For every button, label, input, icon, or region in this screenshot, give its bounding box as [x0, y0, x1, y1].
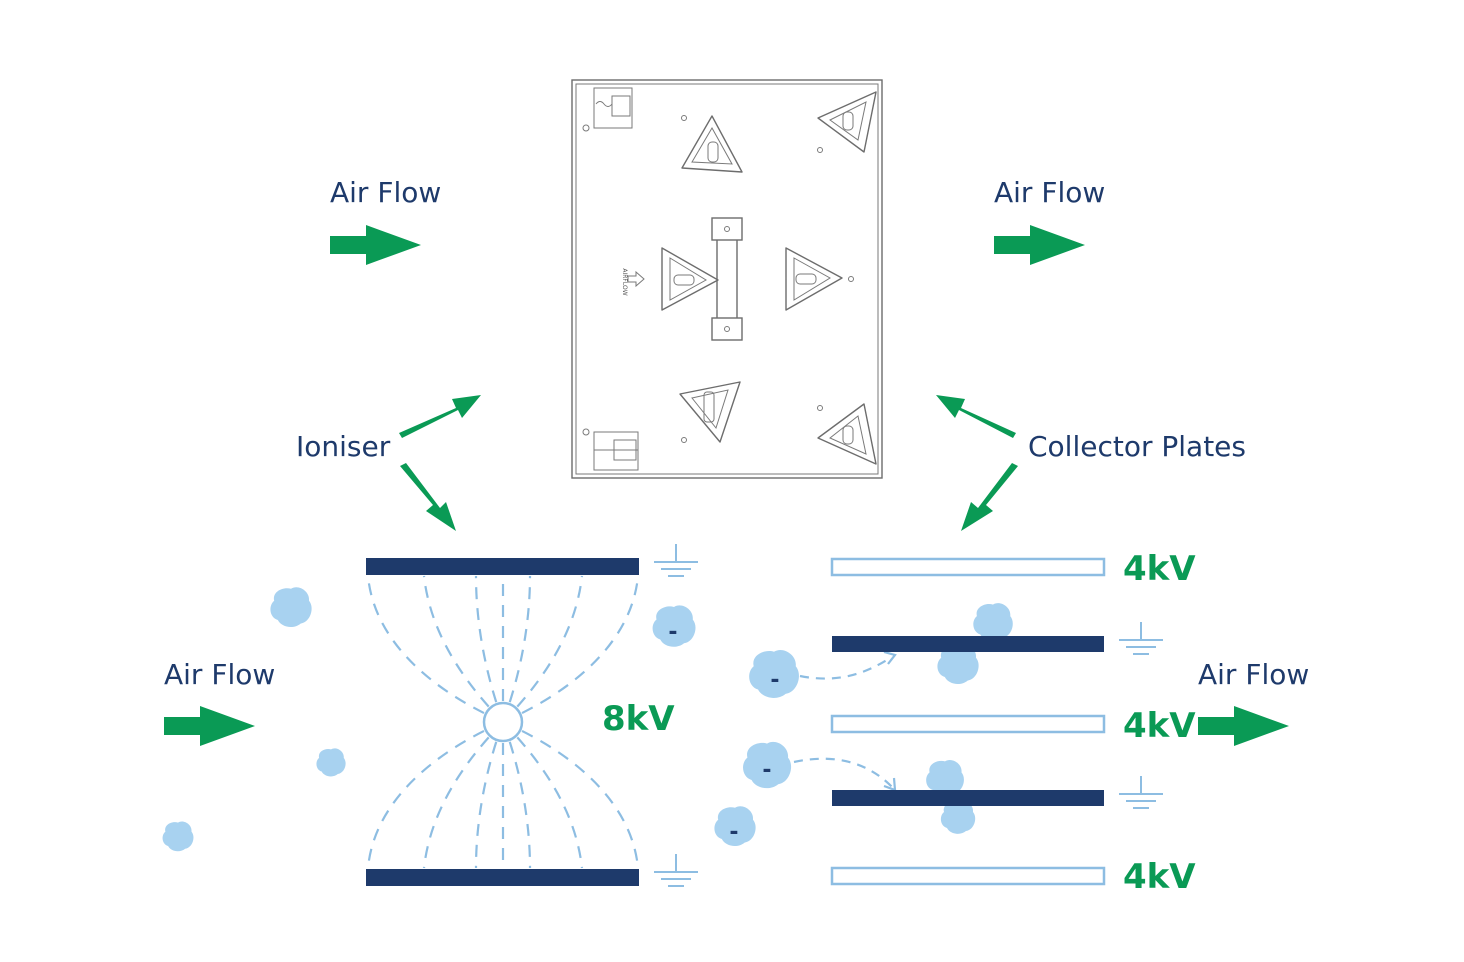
collector-voltage-1: 4kV [1123, 549, 1196, 589]
charge-symbol: - [668, 620, 677, 645]
unit-airflow-mark: AIRFLOW [621, 268, 645, 296]
ioniser-section: 8kV [366, 543, 699, 887]
dust-particle [316, 748, 346, 777]
charged-plate-3 [830, 866, 1106, 886]
mount-bottom-right [817, 403, 877, 465]
collector-plates-label: Collector Plates [1028, 430, 1246, 463]
airflow-label-top-right: Air Flow [994, 176, 1105, 209]
center-handle [711, 217, 743, 341]
airflow-arrow-top-right [994, 225, 1085, 265]
airflow-label-bottom-left: Air Flow [164, 658, 275, 691]
ioniser-wire [482, 701, 524, 743]
airflow-arrow-top-left [330, 225, 421, 265]
electric-field-lines [366, 575, 640, 869]
collector-arrow-to-unit [936, 395, 1016, 438]
collector-voltage-2: 4kV [1123, 706, 1196, 746]
ground-symbol-bottom [653, 853, 699, 887]
air-purifier-unit-drawing: AIRFLOW [571, 79, 883, 479]
ioniser-voltage: 8kV [602, 699, 675, 739]
bracket-top-left [582, 87, 633, 132]
mount-middle-right [785, 247, 843, 311]
airflow-arrow-bottom-left [164, 706, 255, 746]
collector-pointer-arrows [936, 395, 1018, 531]
ioniser-arrow-to-ioniser [400, 463, 456, 531]
ioniser-plate-bottom [366, 869, 639, 886]
dust-particle [162, 821, 194, 852]
collector-section: 4kV 4kV 4kV [830, 549, 1196, 897]
unit-outline [571, 79, 883, 479]
collector-arrow-to-plates [961, 463, 1018, 531]
grounded-plate-1 [832, 636, 1104, 652]
mount-top-center [681, 115, 743, 173]
charge-symbol: - [762, 758, 771, 783]
mount-top-right [817, 91, 877, 153]
airflow-label-bottom-right: Air Flow [1198, 658, 1309, 691]
grounded-plate-2 [832, 790, 1104, 806]
airflow-arrow-bottom-right [1198, 706, 1289, 746]
charge-symbol: - [770, 668, 779, 693]
ground-symbol-collector-1 [1118, 621, 1164, 655]
mount-bottom-center [679, 381, 741, 443]
bracket-bottom-left [582, 428, 639, 471]
ioniser-plate-top [366, 558, 639, 575]
dust-particle [270, 587, 312, 628]
charge-symbol: - [729, 820, 738, 845]
collector-voltage-3: 4kV [1123, 857, 1196, 897]
airflow-label-top-left: Air Flow [330, 176, 441, 209]
ioniser-pointer-arrows [399, 395, 481, 531]
ground-symbol-top [653, 543, 699, 577]
ioniser-label: Ioniser [296, 430, 391, 463]
ground-symbol-collector-2 [1118, 775, 1164, 809]
charged-plate-2 [830, 714, 1106, 734]
mount-middle-left [661, 247, 719, 311]
unit-inner-outline [575, 83, 879, 475]
collected-particle [973, 603, 1013, 642]
charged-plate-1 [830, 557, 1106, 577]
ioniser-arrow-to-unit [399, 395, 481, 438]
unit-airflow-marking: AIRFLOW [621, 268, 628, 295]
